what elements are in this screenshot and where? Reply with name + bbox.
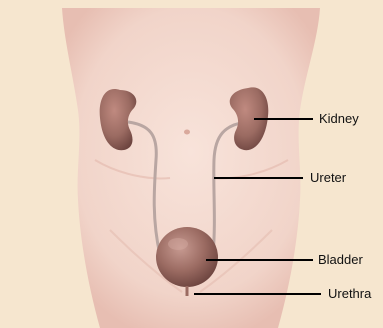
bladder bbox=[156, 227, 218, 287]
navel bbox=[184, 130, 190, 135]
kidney-label: Kidney bbox=[319, 111, 359, 126]
bladder-label: Bladder bbox=[318, 252, 363, 267]
urethra-label: Urethra bbox=[328, 286, 371, 301]
ureter-label: Ureter bbox=[310, 170, 346, 185]
